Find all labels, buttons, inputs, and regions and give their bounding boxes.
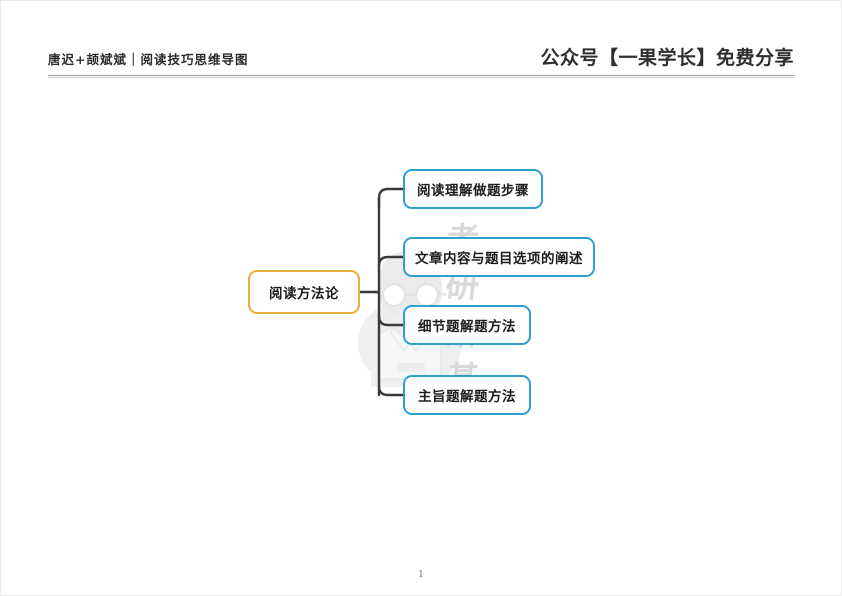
connector-branch-2: [377, 255, 405, 268]
header-right-title: 公众号【一果学长】免费分享: [540, 47, 794, 69]
mindmap-node-detail-questions[interactable]: 细节题解题方法: [403, 305, 531, 345]
header-divider: [48, 75, 794, 76]
mindmap-root-node[interactable]: 阅读方法论: [248, 270, 360, 314]
mindmap-node-reading-steps[interactable]: 阅读理解做题步骤: [403, 169, 543, 209]
mindmap-root-label: 阅读方法论: [269, 286, 339, 302]
connector-branch-4: [377, 384, 405, 397]
header-divider-shadow: [48, 77, 794, 78]
mindmap-node-label: 细节题解题方法: [418, 319, 516, 335]
mindmap-node-main-idea-questions[interactable]: 主旨题解题方法: [403, 375, 531, 415]
mindmap-node-label: 主旨题解题方法: [418, 389, 516, 405]
header-left-title: 唐迟+颉斌斌｜阅读技巧思维导图: [48, 52, 249, 67]
page-number: 1: [418, 570, 424, 580]
mindmap-node-content-options[interactable]: 文章内容与题目选项的阐述: [403, 237, 595, 277]
mindmap-node-label: 阅读理解做题步骤: [417, 183, 529, 199]
connector-branch-1: [377, 187, 405, 209]
connector-branch-3: [377, 314, 405, 327]
mindmap-node-label: 文章内容与题目选项的阐述: [415, 251, 583, 267]
